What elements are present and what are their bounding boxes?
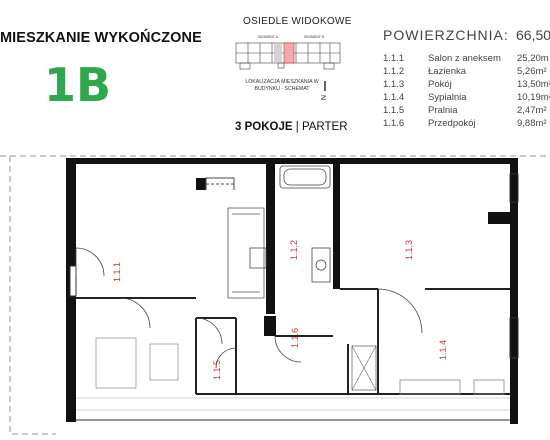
rooms-and-floor: 3 POKOJE | PARTER: [235, 121, 348, 133]
bedroom-furniture: [399, 379, 505, 395]
room-area: 5,26m²: [517, 66, 547, 77]
window-left: [69, 265, 77, 297]
location-note: LOKALIZACJA MIESZKANIA W BUDYNKU - SCHEM…: [245, 79, 319, 92]
apartment-title: MIESZKANIE WYKOŃCZONE: [0, 30, 202, 46]
wc-fixture: [249, 247, 267, 269]
room-number: 1.1.6: [383, 118, 405, 129]
staircase-hatching: [274, 44, 282, 62]
room-area: 13,50m²: [517, 79, 550, 90]
room-number: 1.1.2: [383, 66, 405, 77]
washing-drum: [315, 259, 327, 271]
washing-machine: [311, 247, 331, 283]
living-room-furniture: [95, 337, 179, 389]
room-number: 1.1.4: [383, 92, 405, 103]
compass-icon: N: [319, 81, 326, 100]
room-label-1-1-2: 1.1.2: [289, 240, 299, 260]
kitchen-counter: [227, 207, 265, 299]
room-label-1-1-6: 1.1.6: [290, 328, 300, 348]
room-name: Przedpokój: [428, 118, 476, 129]
building-location-schematic: SEGMENT A SEGMENT B: [235, 35, 341, 70]
floor-plan: 1.1.1 1.1.2 1.1.3 1.1.4 1.1.5 1.1.6: [0, 155, 550, 435]
room-area: 9,88m²: [517, 118, 547, 129]
separator: |: [295, 121, 299, 133]
room-number: 1.1.5: [383, 105, 405, 116]
room-number: 1.1.3: [383, 79, 405, 90]
room-label-1-1-4: 1.1.4: [438, 340, 448, 360]
bathtub: [279, 165, 331, 189]
room-label-1-1-5: 1.1.5: [212, 360, 222, 380]
area-title: POWIERZCHNIA:: [383, 27, 509, 43]
door-swings: [75, 247, 423, 369]
segment-a-label: SEGMENT A: [258, 35, 278, 39]
rooms-count: 3 POKOJE: [235, 121, 293, 133]
room-name: Salon z aneksem: [428, 53, 501, 64]
floor-name: PARTER: [301, 121, 348, 133]
unit-highlight: [283, 42, 295, 64]
area-total: 66,50: [516, 27, 550, 43]
room-name: Sypialnia: [428, 92, 467, 103]
unit-code: 1B: [44, 58, 112, 112]
estate-name: OSIEDLE WIDOKOWE: [243, 16, 352, 27]
wardrobe: [351, 345, 377, 391]
compass-letter: N: [319, 95, 326, 100]
balcony-hatching: [76, 397, 510, 411]
room-label-1-1-3: 1.1.3: [404, 240, 414, 260]
room-name: Łazienka: [428, 66, 467, 77]
duct-lines: [205, 177, 235, 190]
window-right: [509, 173, 519, 359]
room-area: 25,20m: [517, 53, 549, 64]
structural-walls: [66, 158, 518, 424]
terrace-outline: [9, 156, 56, 435]
segment-b-label: SEGMENT B: [304, 35, 325, 39]
room-name: Pokój: [428, 79, 452, 90]
room-area: 10,19m²: [517, 92, 550, 103]
room-label-1-1-1: 1.1.1: [112, 262, 122, 282]
room-name: Pralnia: [428, 105, 458, 116]
room-area: 2,47m²: [517, 105, 547, 116]
room-number: 1.1.1: [383, 53, 405, 64]
